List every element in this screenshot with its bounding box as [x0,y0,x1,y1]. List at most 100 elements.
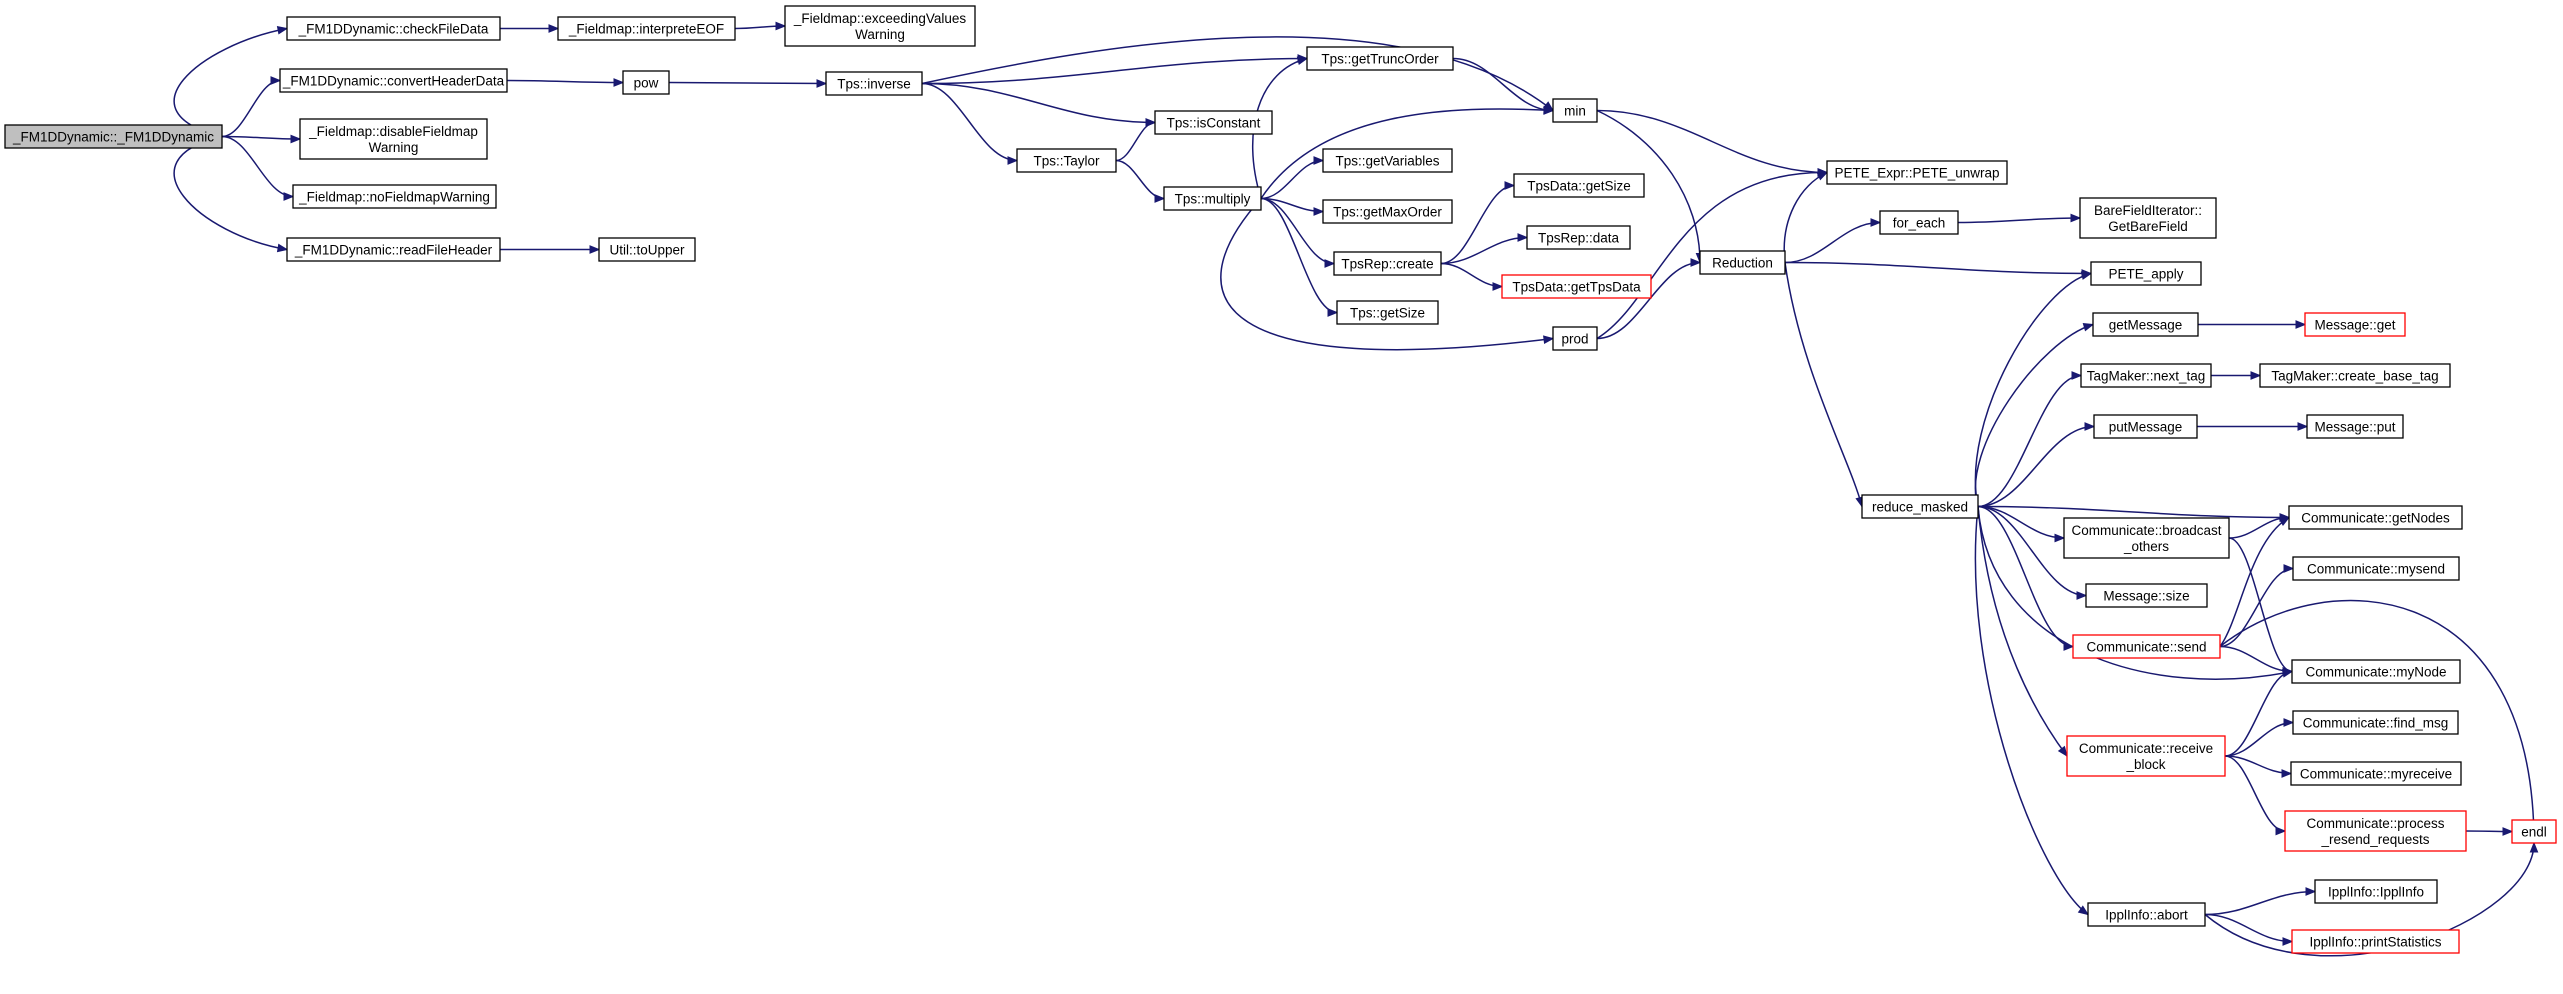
edge-line [1957,217,2081,224]
node-findMsg[interactable]: Communicate::find_msg [2292,710,2459,735]
edge-arrowhead [2281,769,2293,778]
node-peteApply[interactable]: PETE_apply [2090,261,2202,286]
node-box [1016,148,1117,173]
edge-line [2219,599,2535,844]
edge-arrowhead [2250,371,2262,380]
node-box [557,16,736,41]
call-edge-checkFileData-to-interpreteEOF [500,24,560,33]
node-prod[interactable]: prod [1552,326,1598,351]
node-mysend[interactable]: Communicate::mysend [2292,556,2460,581]
node-putMessage[interactable]: putMessage [2093,414,2198,439]
node-pow[interactable]: pow [622,70,670,95]
edge-line [921,82,1156,124]
node-myreceive[interactable]: Communicate::myreceive [2290,761,2462,786]
node-reduction[interactable]: Reduction [1699,250,1786,275]
node-nextTag[interactable]: TagMaker::next_tag [2080,363,2212,388]
node-endl[interactable]: endl [2511,819,2557,844]
call-edge-interpreteEOF-to-exceedingValues [734,21,787,31]
call-edge-multiply-to-min [1260,105,1555,199]
node-tpsInverse[interactable]: Tps::inverse [825,71,923,96]
node-noFieldmap[interactable]: _Fieldmap::noFieldmapWarning [292,184,497,209]
edge-arrowhead [1543,105,1555,115]
edge-arrowhead [2305,887,2317,896]
edge-line [2204,890,2316,916]
call-edge-multiply-to-getTruncOrder [1251,56,1309,199]
node-taylor[interactable]: Tps::Taylor [1016,148,1117,173]
node-box [292,184,497,209]
node-getTruncOrder[interactable]: Tps::getTruncOrder [1306,46,1454,71]
node-getBareField[interactable]: BareFieldIterator::GetBareField [2079,197,2217,239]
node-label: getMessage [2109,318,2183,333]
edge-arrowhead [2502,827,2514,836]
node-printStatistics[interactable]: IpplInfo::printStatistics [2291,929,2460,954]
node-box [598,237,696,262]
node-label: _FM1DDynamic::checkFileData [298,22,489,37]
node-ipplInfo[interactable]: IpplInfo::IpplInfo [2314,879,2438,904]
node-messageGet[interactable]: Message::get [2304,312,2406,337]
node-label: _others [2123,539,2169,554]
node-box [1501,274,1652,299]
edge-line [1974,506,2089,916]
edge-arrowhead [270,76,282,85]
node-isConstant[interactable]: Tps::isConstant [1154,110,1273,135]
node-label: Communicate::mysend [2307,562,2445,577]
node-tpsDataGetSize[interactable]: TpsData::getSize [1513,173,1645,198]
node-send[interactable]: Communicate::send [2072,634,2221,659]
node-toUpper[interactable]: Util::toUpper [598,237,696,262]
node-getMessage[interactable]: getMessage [2092,312,2199,337]
node-label: Tps::inverse [837,77,911,92]
edge-line [1260,159,1324,200]
node-min[interactable]: min [1552,98,1598,123]
node-box [2079,197,2217,239]
node-getVariables[interactable]: Tps::getVariables [1322,148,1453,173]
node-box [1322,148,1453,173]
node-getTpsData[interactable]: TpsData::getTpsData [1501,274,1652,299]
node-box [2292,710,2459,735]
call-edge-send-to-getNodes [2219,516,2291,647]
edge-line [2224,755,2286,832]
call-edge-reduceMasked-to-messageSize [1977,505,2088,600]
node-box [2288,505,2463,530]
node-peteUnwrap[interactable]: PETE_Expr::PETE_unwrap [1826,160,2008,185]
node-tpsRepCreate[interactable]: TpsRep::create [1333,251,1442,276]
edge-arrowhead [2077,905,2090,916]
node-getNodes[interactable]: Communicate::getNodes [2288,505,2463,530]
node-label: Communicate::myNode [2305,665,2446,680]
edge-arrowhead [1154,194,1166,203]
edge-arrowhead [2278,516,2291,527]
node-readFileHeader[interactable]: _FM1DDynamic::readFileHeader [286,237,501,262]
node-convertHeaderData[interactable]: _FM1DDynamic::convertHeaderData [279,68,508,93]
edge-line [221,79,281,138]
node-messagePut[interactable]: Message::put [2306,414,2404,439]
node-reduceMasked[interactable]: reduce_masked [1861,494,1979,519]
node-label: min [1564,104,1586,119]
node-broadcastOthers[interactable]: Communicate::broadcast_others [2063,517,2230,559]
node-checkFileData[interactable]: _FM1DDynamic::checkFileData [286,16,501,41]
node-label: _resend_requests [2320,832,2429,847]
node-label: Communicate::myreceive [2300,767,2452,782]
call-edge-processResend-to-endl [2465,827,2514,836]
node-multiply[interactable]: Tps::multiply [1163,186,1262,211]
edge-line [173,27,288,138]
node-interpreteEOF[interactable]: _Fieldmap::interpreteEOF [557,16,736,41]
node-processResend[interactable]: Communicate::process_resend_requests [2284,810,2467,852]
edge-line [2219,516,2290,647]
node-getMaxOrder[interactable]: Tps::getMaxOrder [1322,199,1453,224]
node-receiveBlock[interactable]: Communicate::receive_block [2066,735,2226,777]
node-abort[interactable]: IpplInfo::abort [2087,902,2206,927]
node-tpsGetSize[interactable]: Tps::getSize [1336,300,1439,325]
node-createBaseTag[interactable]: TagMaker::create_base_tag [2259,363,2451,388]
node-label: Message::size [2103,589,2189,604]
node-label: _FM1DDynamic::readFileHeader [294,243,493,258]
node-forEach[interactable]: for_each [1879,210,1959,235]
node-messageSize[interactable]: Message::size [2085,583,2208,608]
node-label: PETE_apply [2108,267,2183,282]
node-tpsRepData[interactable]: TpsRep::data [1526,225,1631,250]
edge-line [221,135,294,198]
node-myNode[interactable]: Communicate::myNode [2291,659,2461,684]
edge-line [1784,262,1863,507]
node-label: Warning [369,140,419,155]
